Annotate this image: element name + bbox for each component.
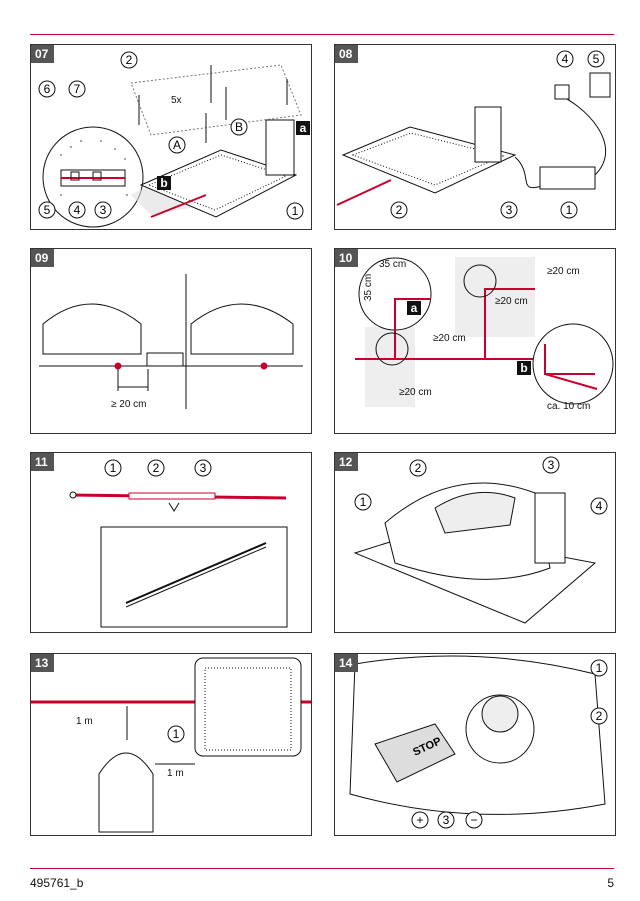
panel-10: 10 35 cm 35 cm ≥20 cm ≥20 cm ≥20 cm ≥20 … <box>334 248 616 434</box>
callout-3: 3 <box>100 203 107 217</box>
panel-number: 08 <box>335 45 359 63</box>
callout-2: 2 <box>153 461 160 475</box>
dim-20cm-3: ≥20 cm <box>433 333 466 344</box>
dim-20cm-1: ≥20 cm <box>547 266 580 277</box>
callout-6: 6 <box>44 82 51 96</box>
distance-label: ≥ 20 cm <box>111 399 147 410</box>
illustration-power-connection: 4 5 2 3 1 <box>336 50 611 219</box>
callout-3: 3 <box>443 813 450 827</box>
callout-1: 1 <box>173 727 180 741</box>
callout-4: 4 <box>562 52 569 66</box>
callout-3: 3 <box>506 203 513 217</box>
panel-number: 11 <box>31 453 54 471</box>
minus-sign: − <box>470 813 477 827</box>
dim-1m-h: 1 m <box>167 768 184 779</box>
tag-b: b <box>160 176 167 190</box>
callout-A: A <box>173 138 181 152</box>
plus-sign: + <box>416 813 423 827</box>
callout-1: 1 <box>292 204 299 218</box>
callout-2-circle <box>120 51 138 69</box>
dim-35cm-v: 35 cm <box>363 274 374 301</box>
panel-14: 14 STOP 1 2 + 3 − <box>334 653 616 836</box>
callout-1: 1 <box>596 661 603 675</box>
illustration-stop-and-terminals: STOP 1 2 + 3 − <box>349 655 608 829</box>
callout-4: 4 <box>74 203 81 217</box>
dim-20cm-4: ≥20 cm <box>399 387 432 398</box>
tag-b: b <box>520 361 527 375</box>
callout-1: 1 <box>110 461 117 475</box>
illustration-base-station-assembly: 5x 2 6 7 5 4 3 1 A B a b <box>38 51 310 228</box>
page-number: 5 <box>607 876 614 890</box>
illustration-wire-distance: ≥ 20 cm <box>39 274 303 410</box>
callout-5: 5 <box>593 52 600 66</box>
callout-2: 2 <box>596 709 603 723</box>
callout-7: 7 <box>74 82 81 96</box>
bottom-rule <box>30 868 614 869</box>
callout-1: 1 <box>360 495 367 509</box>
panel-08: 08 4 5 2 3 1 <box>334 44 616 230</box>
panel-number: 09 <box>31 249 55 267</box>
illustration-wire-layout: 35 cm 35 cm ≥20 cm ≥20 cm ≥20 cm ≥20 cm … <box>355 257 614 412</box>
callout-3: 3 <box>200 461 207 475</box>
panel-number: 07 <box>31 45 55 63</box>
panel-number: 12 <box>335 453 359 471</box>
illustration-wire-splice: 1 2 3 <box>69 459 288 628</box>
callout-1: 1 <box>566 203 573 217</box>
callout-3: 3 <box>548 458 555 472</box>
tag-a: a <box>300 121 307 135</box>
dim-10cm: ca. 10 cm <box>547 401 590 412</box>
panel-11: 11 1 2 3 <box>30 452 312 633</box>
screw-count: 5x <box>171 95 182 106</box>
callout-2: 2 <box>415 461 422 475</box>
panel-number: 14 <box>335 654 359 672</box>
callout-5: 5 <box>44 203 51 217</box>
panel-12: 12 2 3 1 4 <box>334 452 616 633</box>
panel-number: 10 <box>335 249 359 267</box>
illustration-mower-on-station: 2 3 1 4 <box>353 456 608 624</box>
panel-07: 07 5x 2 6 7 5 4 3 1 A B a <box>30 44 312 230</box>
panel-13: 13 1 m 1 m 1 <box>30 653 312 836</box>
document-id: 495761_b <box>30 876 84 890</box>
top-rule <box>30 34 614 35</box>
panel-number: 13 <box>31 654 55 672</box>
panel-09: 09 ≥ 20 cm <box>30 248 312 434</box>
callout-2: 2 <box>126 53 133 67</box>
callout-B: B <box>235 120 243 134</box>
dim-35cm-h: 35 cm <box>379 259 406 270</box>
callout-2: 2 <box>396 203 403 217</box>
illustration-station-placement: 1 m 1 m 1 <box>31 657 311 833</box>
tag-a: a <box>411 301 418 315</box>
callout-4: 4 <box>596 499 603 513</box>
dim-20cm-2: ≥20 cm <box>495 296 528 307</box>
dim-1m-v: 1 m <box>76 716 93 727</box>
